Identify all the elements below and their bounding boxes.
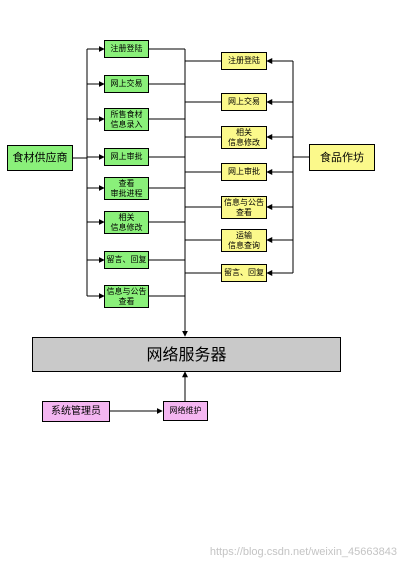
- supplier-item-view-notices: 信息与公告 查看: [104, 285, 149, 308]
- supplier-item-online-trade: 网上交易: [104, 75, 149, 93]
- supplier-box: 食材供应商: [7, 145, 73, 171]
- workshop-item-transport-query: 运输 信息查询: [221, 229, 267, 252]
- workshop-item-view-notices: 信息与公告 查看: [221, 196, 267, 219]
- workshop-item-online-trade: 网上交易: [221, 93, 267, 111]
- workshop-box: 食品作坊: [309, 144, 375, 171]
- supplier-item-view-approval-progress: 查看 审批进程: [104, 177, 149, 200]
- watermark-text: https://blog.csdn.net/weixin_45663843: [209, 546, 397, 558]
- network-server-box: 网络服务器: [32, 337, 341, 372]
- system-admin-box: 系统管理员: [42, 401, 110, 422]
- supplier-item-food-info-entry: 所售食材 信息录入: [104, 108, 149, 131]
- supplier-item-register-login: 注册登陆: [104, 40, 149, 58]
- network-maintenance-box: 网络维护: [163, 401, 208, 421]
- supplier-item-message-reply: 留言、回复: [104, 251, 149, 269]
- supplier-item-online-approval: 网上审批: [104, 148, 149, 166]
- workshop-item-register-login: 注册登陆: [221, 52, 267, 70]
- workshop-item-message-reply: 留言、回复: [221, 264, 267, 282]
- supplier-item-modify-info: 相关 信息修改: [104, 211, 149, 234]
- workshop-item-modify-info: 相关 信息修改: [221, 126, 267, 149]
- workshop-item-online-approval: 网上审批: [221, 163, 267, 181]
